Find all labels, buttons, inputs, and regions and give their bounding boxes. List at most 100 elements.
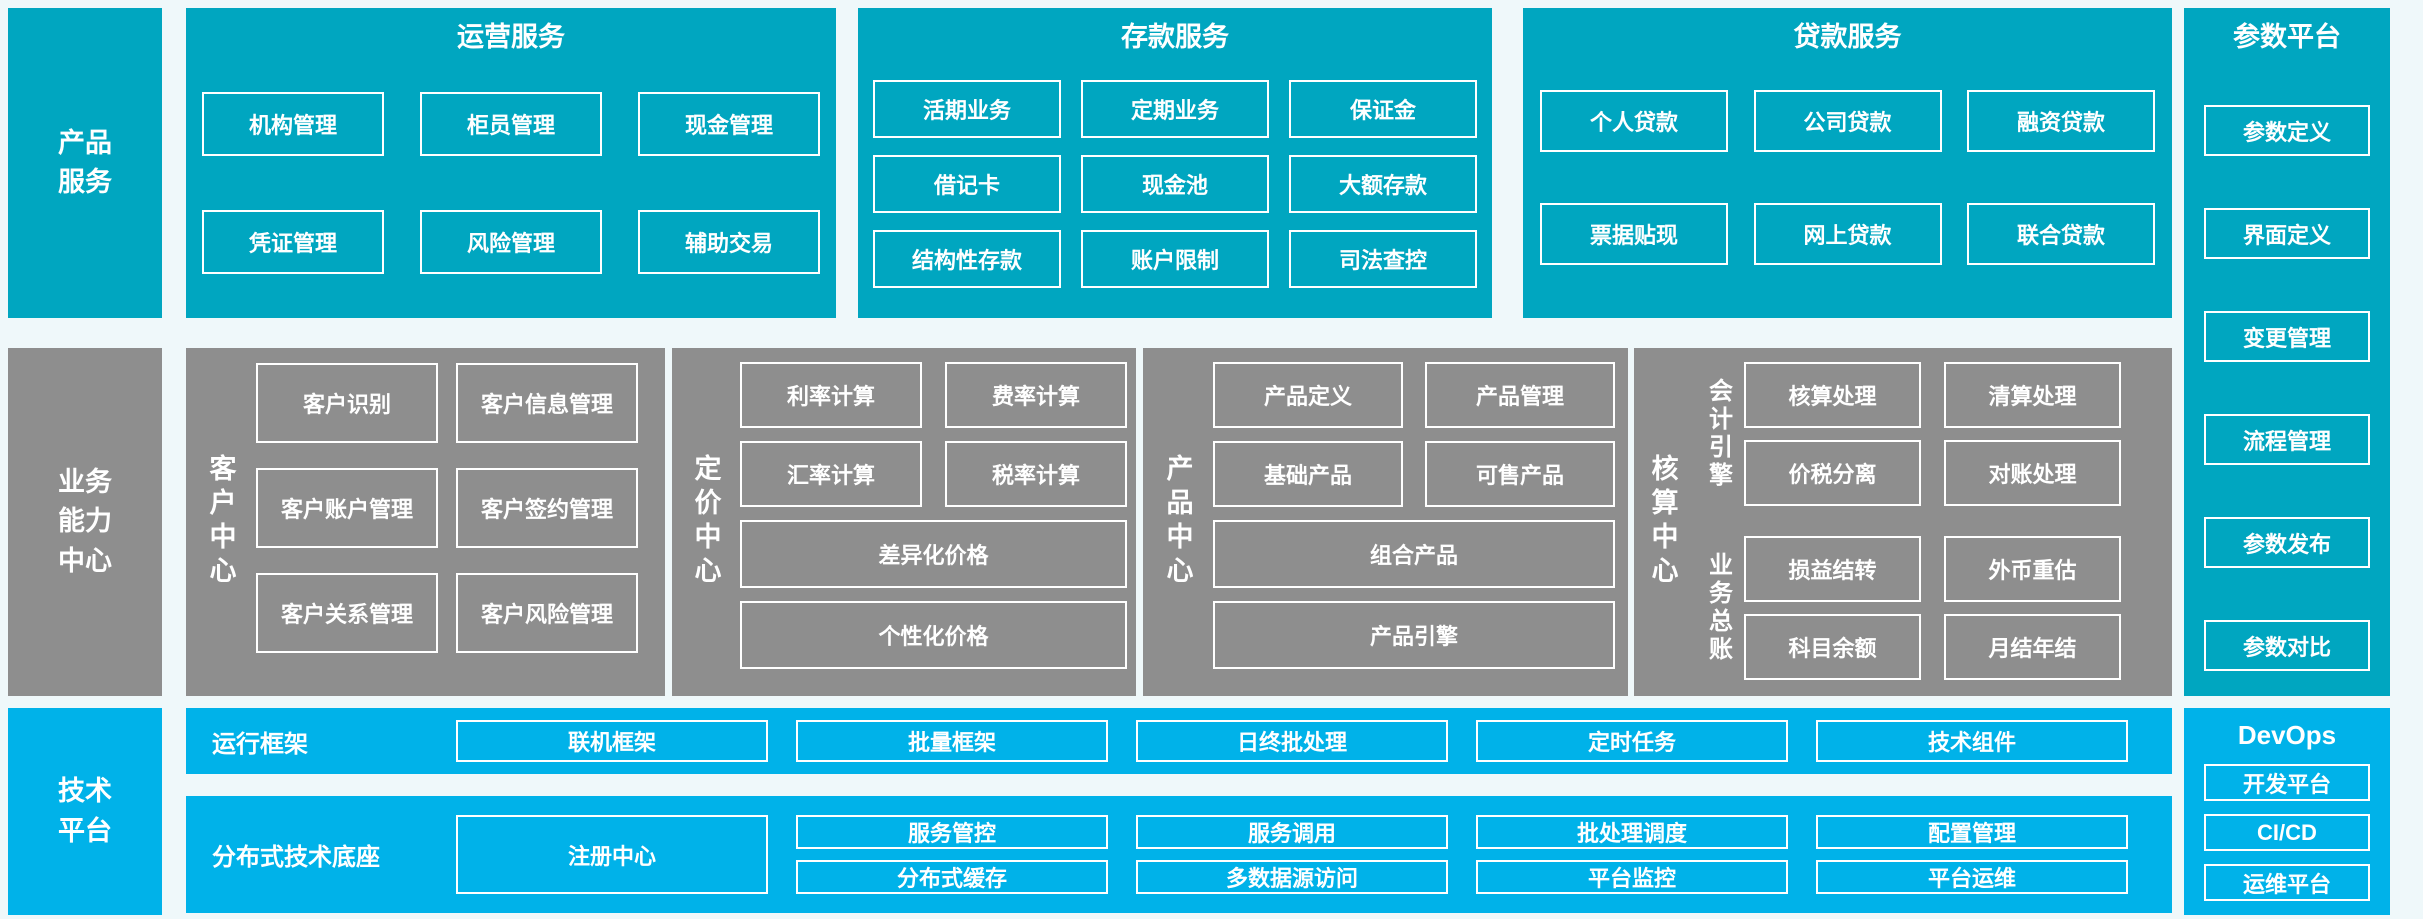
box-row: 活期业务 定期业务 保证金 — [873, 80, 1477, 138]
module-box: 汇率计算 — [740, 441, 922, 507]
module-box: 界面定义 — [2204, 208, 2370, 259]
module-box-wide: 产品引擎 — [1213, 601, 1615, 669]
box-row: 利率计算 费率计算 — [740, 362, 1127, 428]
module-box: 客户关系管理 — [256, 573, 438, 653]
module-box: 税率计算 — [945, 441, 1127, 507]
module-box: 客户签约管理 — [456, 468, 638, 548]
module-box: 变更管理 — [2204, 311, 2370, 362]
module-box: 保证金 — [1289, 80, 1477, 138]
box-stack: 服务管控 分布式缓存 — [796, 815, 1108, 894]
module-box: 司法查控 — [1289, 230, 1477, 288]
module-box: 票据贴现 — [1540, 203, 1728, 265]
box-row: 基础产品 可售产品 — [1213, 441, 1615, 507]
rail-tech-platform: 技术 平台 — [8, 708, 162, 915]
module-box: 运维平台 — [2204, 864, 2370, 901]
module-box: 核算处理 — [1744, 362, 1921, 428]
module-box: 平台运维 — [1816, 860, 2128, 894]
section-parameter-platform: 参数平台 参数定义 界面定义 变更管理 流程管理 参数发布 参数对比 — [2184, 8, 2390, 696]
box-row: 凭证管理 风险管理 辅助交易 — [202, 210, 820, 274]
module-box: 批处理调度 — [1476, 815, 1788, 849]
box-column: 产品定义 产品管理 基础产品 可售产品 组合产品 产品引擎 — [1213, 362, 1615, 696]
box-stack: 服务调用 多数据源访问 — [1136, 815, 1448, 894]
module-box: 风险管理 — [420, 210, 602, 274]
module-box: 凭证管理 — [202, 210, 384, 274]
module-box: 客户识别 — [256, 363, 438, 443]
module-box: 定期业务 — [1081, 80, 1269, 138]
module-box: 联合贷款 — [1967, 203, 2155, 265]
module-box: 活期业务 — [873, 80, 1061, 138]
module-box: 定时任务 — [1476, 720, 1788, 762]
bar-distributed-base: 分布式技术底座 注册中心 服务管控 分布式缓存 服务调用 多数据源访问 批处理调… — [186, 796, 2172, 913]
section-deposit-services: 存款服务 活期业务 定期业务 保证金 借记卡 现金池 大额存款 结构性存款 账户… — [858, 8, 1492, 318]
box-row: 票据贴现 网上贷款 联合贷款 — [1540, 203, 2155, 265]
module-box: 柜员管理 — [420, 92, 602, 156]
module-box: 批量框架 — [796, 720, 1108, 762]
group-accounting-engine: 会计引擎 核算处理 清算处理 价税分离 对账处理 — [1692, 362, 2121, 506]
module-box: 联机框架 — [456, 720, 768, 762]
module-box-wide: 个性化价格 — [740, 601, 1127, 669]
module-box: 价税分离 — [1744, 440, 1921, 506]
section-title: 运营服务 — [457, 22, 565, 52]
module-box: 参数对比 — [2204, 620, 2370, 671]
module-box: 服务调用 — [1136, 815, 1448, 849]
module-box: 开发平台 — [2204, 764, 2370, 801]
module-box: 对账处理 — [1944, 440, 2121, 506]
module-box: 客户账户管理 — [256, 468, 438, 548]
box-row: 联机框架 批量框架 日终批处理 定时任务 技术组件 — [456, 720, 2128, 762]
module-box: 流程管理 — [2204, 414, 2370, 465]
box-column: 利率计算 费率计算 汇率计算 税率计算 差异化价格 个性化价格 — [740, 362, 1127, 696]
module-box: 参数定义 — [2204, 105, 2370, 156]
module-box: 个人贷款 — [1540, 90, 1728, 152]
module-box: 损益结转 — [1744, 536, 1921, 602]
section-title: 存款服务 — [1121, 22, 1229, 52]
section-vertical-label: 核算中心 — [1647, 454, 1678, 590]
module-box: 大额存款 — [1289, 155, 1477, 213]
module-box-wide: 组合产品 — [1213, 520, 1615, 588]
module-box: 费率计算 — [945, 362, 1127, 428]
group-vertical-label: 业务总账 — [1704, 552, 1732, 664]
module-box: 公司贷款 — [1753, 90, 1942, 152]
module-box: 产品定义 — [1213, 362, 1403, 428]
section-operations-services: 运营服务 机构管理 柜员管理 现金管理 凭证管理 风险管理 辅助交易 — [186, 8, 836, 318]
section-customer-center: 客户中心 客户识别 客户信息管理 客户账户管理 客户签约管理 客户关系管理 客户… — [186, 348, 665, 696]
module-box: 参数发布 — [2204, 517, 2370, 568]
module-box: 客户信息管理 — [456, 363, 638, 443]
bar-runtime-framework: 运行框架 联机框架 批量框架 日终批处理 定时任务 技术组件 — [186, 708, 2172, 774]
module-box: 账户限制 — [1081, 230, 1269, 288]
module-box: 技术组件 — [1816, 720, 2128, 762]
module-box: 现金管理 — [638, 92, 820, 156]
module-box: 配置管理 — [1816, 815, 2128, 849]
module-box: 科目余额 — [1744, 614, 1921, 680]
section-loan-services: 贷款服务 个人贷款 公司贷款 融资贷款 票据贴现 网上贷款 联合贷款 — [1523, 8, 2172, 318]
box-row: 产品定义 产品管理 — [1213, 362, 1615, 428]
box-stack: 配置管理 平台运维 — [1816, 815, 2128, 894]
section-vertical-label: 定价中心 — [690, 454, 721, 590]
box-row: 借记卡 现金池 大额存款 — [873, 155, 1477, 213]
rail-business-capability: 业务 能力 中心 — [8, 348, 162, 696]
bar-label: 运行框架 — [212, 730, 308, 758]
group-column: 会计引擎 核算处理 清算处理 价税分离 对账处理 业务总账 损益结转 外币重估 … — [1692, 348, 2121, 696]
module-box: 日终批处理 — [1136, 720, 1448, 762]
module-box: 利率计算 — [740, 362, 922, 428]
module-box: 月结年结 — [1944, 614, 2121, 680]
module-box: 服务管控 — [796, 815, 1108, 849]
module-box-registry: 注册中心 — [456, 815, 768, 894]
module-box-wide: 差异化价格 — [740, 520, 1127, 588]
section-product-center: 产品中心 产品定义 产品管理 基础产品 可售产品 组合产品 产品引擎 — [1143, 348, 1628, 696]
module-box: 分布式缓存 — [796, 860, 1108, 894]
group-business-ledger: 业务总账 损益结转 外币重估 科目余额 月结年结 — [1692, 536, 2121, 680]
section-pricing-center: 定价中心 利率计算 费率计算 汇率计算 税率计算 差异化价格 个性化价格 — [672, 348, 1136, 696]
module-box: 现金池 — [1081, 155, 1269, 213]
module-box: 可售产品 — [1425, 441, 1615, 507]
box-stack: 批处理调度 平台监控 — [1476, 815, 1788, 894]
module-box: 借记卡 — [873, 155, 1061, 213]
box-grid: 核算处理 清算处理 价税分离 对账处理 — [1744, 362, 2121, 506]
box-grid: 客户识别 客户信息管理 客户账户管理 客户签约管理 客户关系管理 客户风险管理 — [256, 363, 638, 696]
section-vertical-label: 客户中心 — [205, 454, 236, 590]
box-grid: 损益结转 外币重估 科目余额 月结年结 — [1744, 536, 2121, 680]
module-box: 产品管理 — [1425, 362, 1615, 428]
section-title: 贷款服务 — [1793, 22, 1902, 52]
group-vertical-label: 会计引擎 — [1704, 378, 1732, 490]
module-box: 清算处理 — [1944, 362, 2121, 428]
